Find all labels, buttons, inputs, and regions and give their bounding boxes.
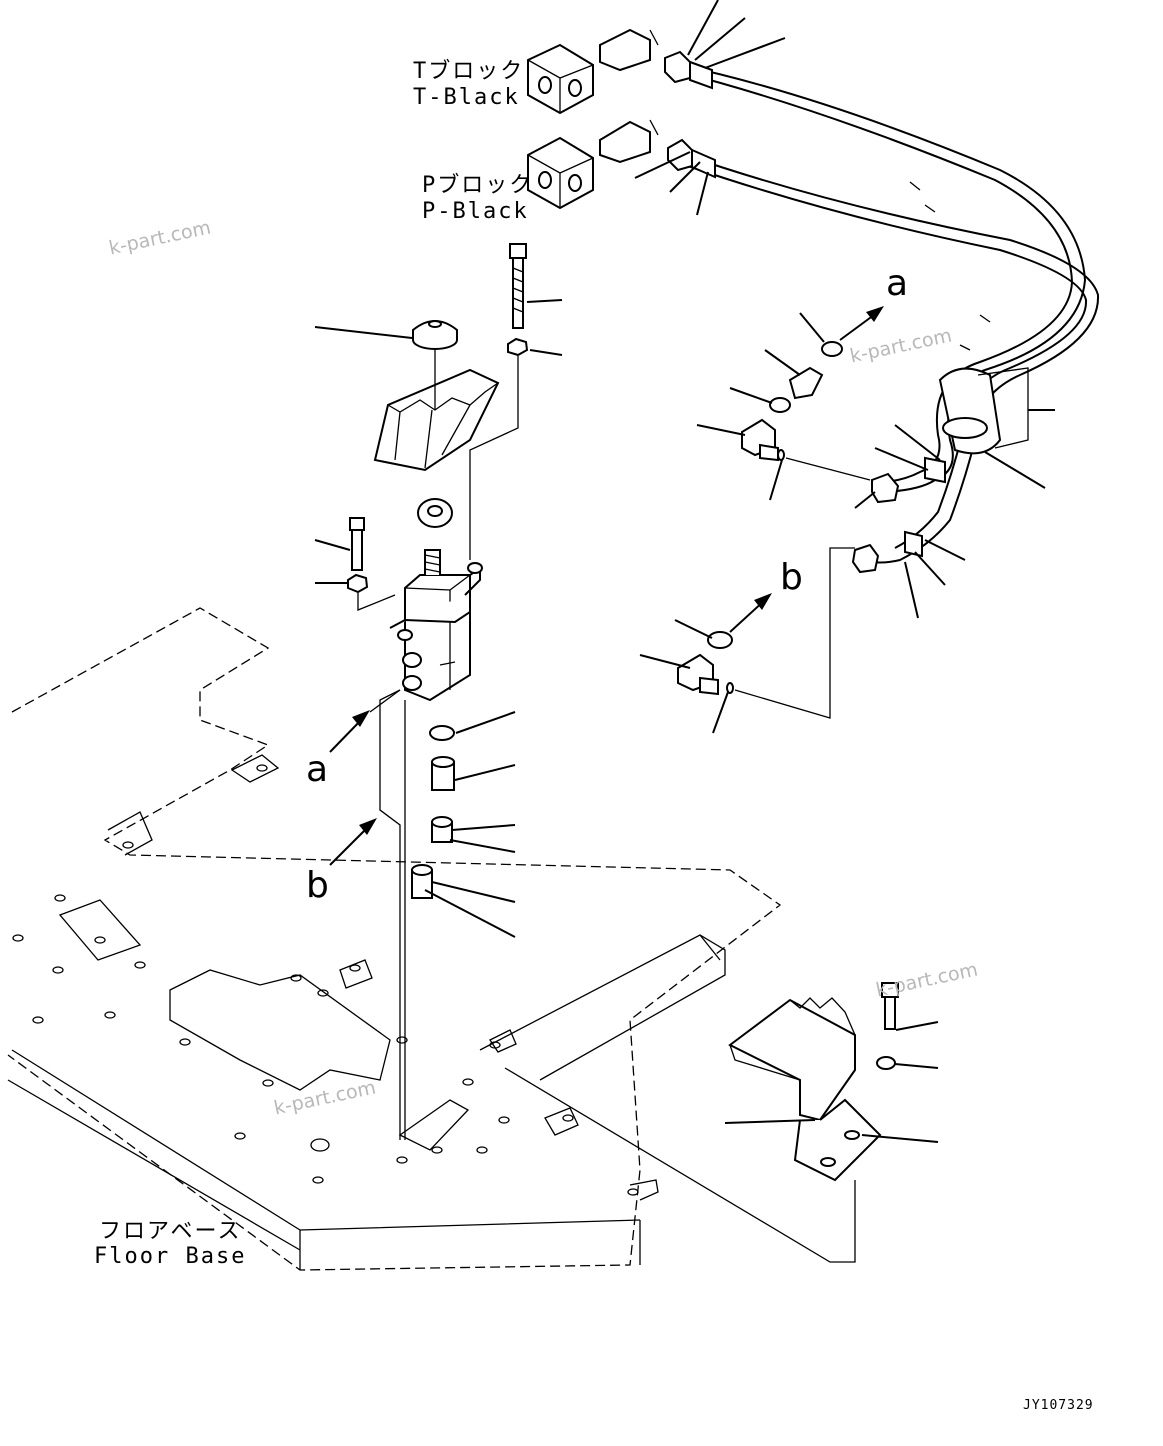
upper-pedal [373, 368, 500, 472]
floor-base-label-jp: フロアベース [99, 1219, 242, 1244]
t-block-label-jp: Tブロック [413, 59, 525, 84]
p-block-label-en: P-Black [422, 199, 529, 224]
p-block-label-jp: Pブロック [422, 173, 534, 198]
valve-bolt [347, 517, 396, 611]
reference-arrows [329, 306, 884, 866]
drawing-code: JY107329 [1023, 1398, 1094, 1413]
p-block [527, 136, 594, 210]
marker-a-left: a [306, 749, 329, 790]
floor-holes [12, 764, 639, 1196]
t-block-label-en: T-Black [413, 85, 520, 110]
lower-elbow-fitting [677, 547, 855, 719]
washer [417, 498, 453, 528]
upper-elbow-fitting [741, 341, 871, 481]
t-block [527, 43, 594, 115]
floor-base-label-en: Floor Base [94, 1244, 247, 1269]
valve-body [389, 549, 483, 702]
pedal-bolt [469, 243, 529, 560]
rubber-stopper [412, 320, 458, 410]
floor-base-outline [7, 607, 782, 1271]
marker-b-top: b [780, 557, 803, 598]
marker-a-top: a [886, 263, 909, 304]
marker-b-left: b [306, 865, 329, 906]
hose-assembly [664, 50, 1100, 574]
assembly-leaders [379, 689, 406, 1140]
valve-fittings [411, 725, 455, 899]
block-elbow-fittings [599, 28, 659, 164]
leader-lines [314, 0, 1055, 1143]
lower-pedal-bolt [876, 982, 899, 1070]
lower-pedal [504, 997, 882, 1263]
